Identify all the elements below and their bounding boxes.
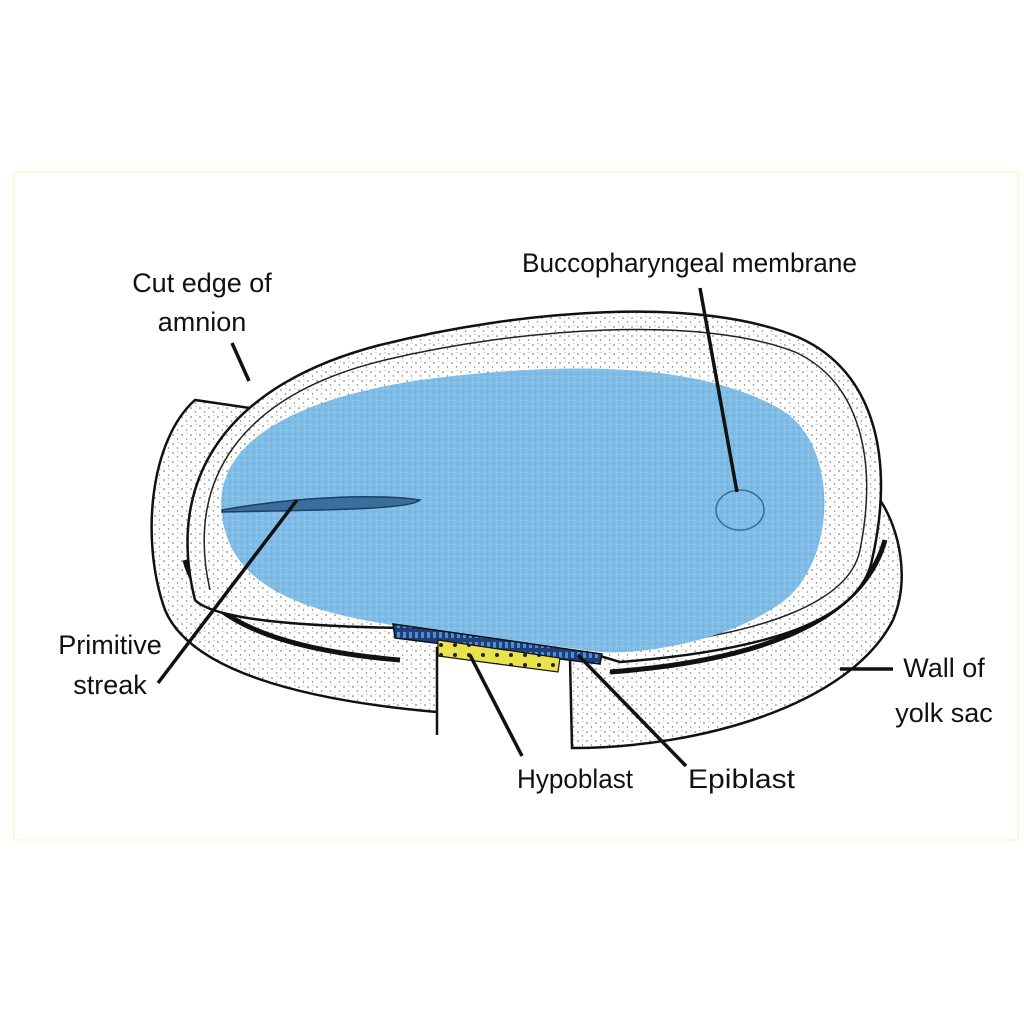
label-primitive-1: Primitive xyxy=(58,630,162,660)
label-cut-edge-2: amnion xyxy=(158,307,247,337)
buccopharyngeal-membrane xyxy=(715,489,765,531)
epiblast-layer xyxy=(392,623,603,665)
rim-right xyxy=(609,539,888,675)
leader-hypoblast xyxy=(468,654,524,757)
label-cut-edge-1: Cut edge of xyxy=(132,268,272,298)
label-epiblast: Epiblast xyxy=(688,764,796,794)
label-wall-1: Wall of xyxy=(903,653,985,683)
label-primitive-2: streak xyxy=(73,670,147,700)
amnion-inner-edge xyxy=(203,328,868,649)
leader-cut-edge xyxy=(230,342,251,382)
embryonic-disc xyxy=(221,368,825,653)
label-buccopharyngeal: Buccopharyngeal membrane xyxy=(522,248,857,278)
frame-border xyxy=(13,171,1019,841)
leader-buccopharyngeal xyxy=(698,287,739,493)
label-hypoblast: Hypoblast xyxy=(517,764,633,794)
leader-epiblast xyxy=(576,653,688,768)
hypoblast-layer xyxy=(437,639,561,673)
leader-primitive-streak xyxy=(156,498,299,685)
label-wall-2: yolk sac xyxy=(895,698,993,728)
